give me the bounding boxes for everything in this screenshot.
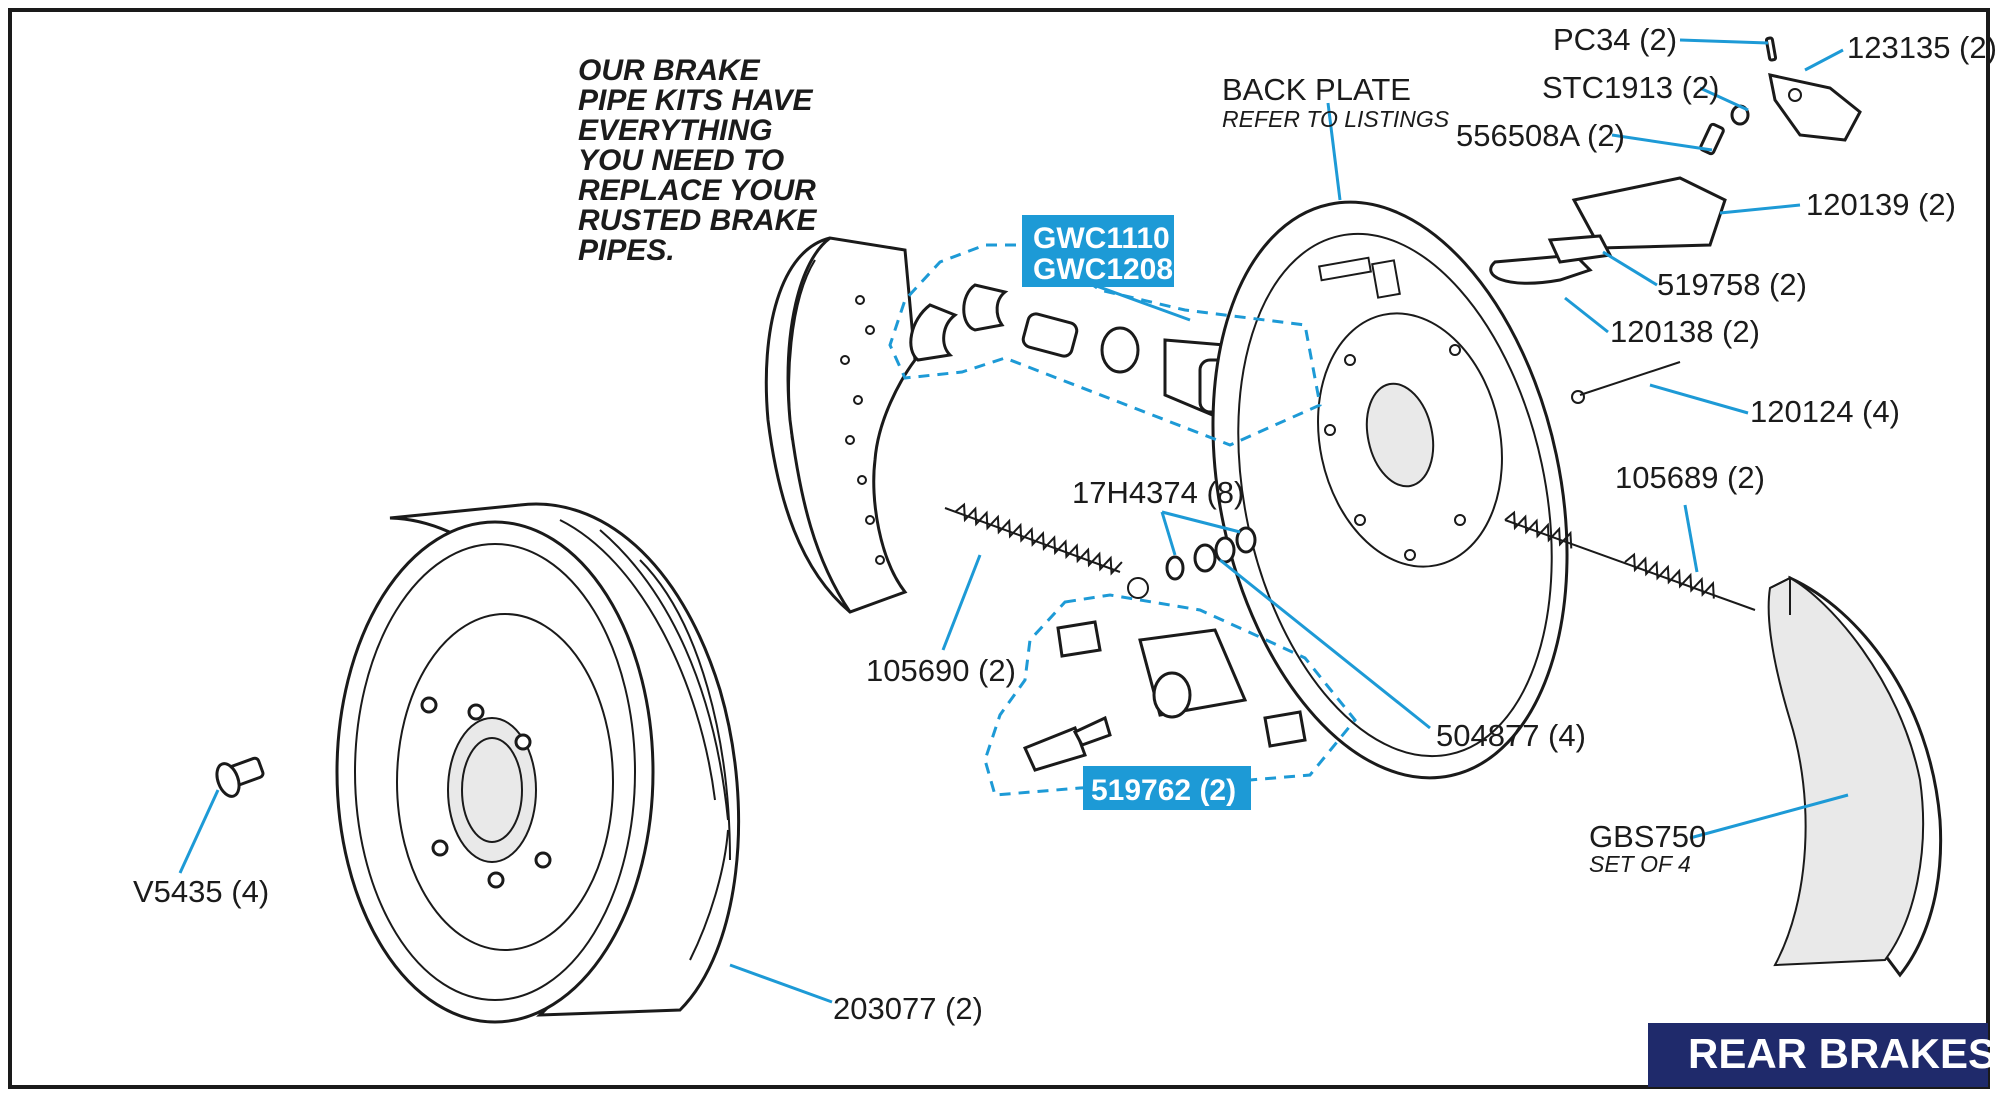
part-label-v5435: V5435 (4): [133, 874, 269, 909]
screw-illustration: [215, 756, 265, 798]
part-label-stc1913: STC1913 (2): [1542, 70, 1719, 105]
diagram-title: REAR BRAKES: [1688, 1030, 1996, 1077]
part-sublabel-gbs750: SET OF 4: [1589, 851, 1691, 877]
part-label-105690: 105690 (2): [866, 653, 1016, 688]
part-label-gwc1110: GWC1110: [1033, 222, 1170, 255]
note-line: EVERYTHING: [578, 114, 773, 147]
gwc-kit-highlight-box: [1022, 215, 1174, 287]
note-line: REPLACE YOUR: [578, 174, 816, 207]
part-label-203077: 203077 (2): [833, 991, 983, 1026]
note-line: RUSTED BRAKE: [578, 204, 817, 237]
part-label-120124: 120124 (4): [1750, 394, 1900, 429]
part-label-105689: 105689 (2): [1615, 460, 1765, 495]
note-line: YOU NEED TO: [578, 144, 784, 177]
title-badge: [1648, 1023, 1988, 1087]
part-label-519758: 519758 (2): [1657, 267, 1807, 302]
note-line: PIPES.: [578, 234, 675, 267]
note-line: PIPE KITS HAVE: [578, 84, 813, 117]
left-brake-shoe-illustration: [764, 236, 917, 614]
adjuster-kit-highlight-box: [1083, 766, 1251, 810]
part-label-gbs750: GBS750: [1589, 819, 1706, 854]
upper-spring-illustration: [1504, 510, 1756, 611]
brake-drum-illustration: [335, 502, 741, 1024]
part-label-120139: 120139 (2): [1806, 187, 1956, 222]
part-label-gwc1208: GWC1208: [1033, 253, 1173, 286]
leader-lines: [178, 38, 1849, 1004]
adjuster-kit-illustration: [1022, 620, 1307, 772]
wheel-cylinder-kit-outline: [888, 243, 1322, 447]
lower-spring-illustration: [944, 502, 1149, 599]
part-label-pc34: PC34 (2): [1553, 22, 1677, 57]
part-label-120138: 120138 (2): [1610, 314, 1760, 349]
right-brake-shoe-illustration: [1767, 575, 1943, 978]
part-label-519762: 519762 (2): [1091, 774, 1236, 807]
back-plate-illustration: [1211, 200, 1569, 780]
part-label-17h4374: 17H4374 (8): [1072, 475, 1244, 510]
top-right-parts-illustration: [1489, 36, 1862, 404]
part-label-556508a: 556508A (2): [1456, 118, 1625, 153]
part-label-123135: 123135 (2): [1847, 30, 1997, 65]
note-line: OUR BRAKE: [578, 54, 761, 87]
part-sublabel-back-plate: REFER TO LISTINGS: [1222, 106, 1450, 132]
washers-illustration: [1165, 526, 1257, 581]
brake-pipe-kit-note: OUR BRAKE PIPE KITS HAVE EVERYTHING YOU …: [578, 54, 817, 267]
part-label-back-plate: BACK PLATE: [1222, 72, 1411, 107]
part-label-504877: 504877 (4): [1436, 718, 1586, 753]
